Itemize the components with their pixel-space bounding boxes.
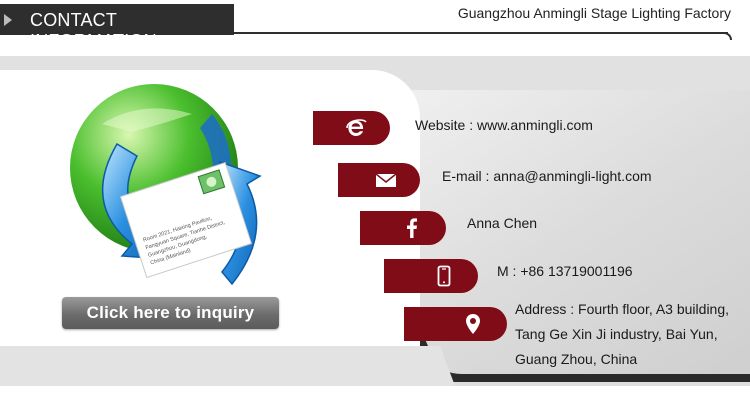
address-text: Address : Fourth floor, A3 building, Tan…	[515, 301, 730, 367]
header-underline	[234, 32, 728, 34]
mobile-phone-icon	[437, 265, 451, 287]
facebook-icon	[407, 218, 417, 238]
website-text[interactable]: Website : www.anmingli.com	[415, 117, 593, 133]
header-underline-curve	[712, 32, 732, 40]
location-pin-icon	[466, 314, 480, 334]
email-text[interactable]: E-mail : anna@anmingli-light.com	[442, 168, 652, 184]
internet-explorer-icon	[346, 119, 367, 136]
email-badge	[338, 163, 420, 197]
address-badge	[404, 307, 507, 341]
company-name: Guangzhou Anmingli Stage Lighting Factor…	[457, 5, 731, 21]
website-badge	[313, 111, 390, 145]
name-badge	[360, 211, 446, 245]
contact-name-text: Anna Chen	[467, 215, 538, 231]
inquiry-button[interactable]: Click here to inquiry	[62, 297, 279, 329]
header-title: CONTACT INFORMATION	[30, 10, 157, 51]
mobile-text[interactable]: M : +86 13719001196	[497, 263, 633, 279]
mobile-badge	[384, 259, 478, 293]
globe-envelope-illustration: Room 2021, Haixing Pavilion, Fangyuan Sq…	[62, 84, 282, 294]
envelope-icon	[375, 173, 397, 187]
header-tab: CONTACT INFORMATION	[0, 4, 234, 51]
header-arrow-icon	[4, 14, 12, 26]
